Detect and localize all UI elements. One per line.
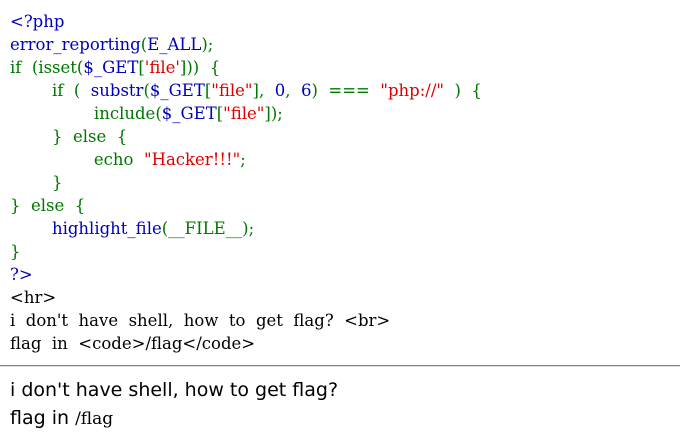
code-token: 0 [274,81,286,100]
code-line: echo "Hacker!!!"; [10,148,482,171]
code-token: 6 [300,81,312,100]
code-token [10,104,94,123]
code-token: "Hacker!!!" [143,150,241,169]
code-token: $_GET [149,81,205,100]
code-token: <?php [10,12,65,31]
code-token: <hr> [10,288,57,307]
code-token: include [93,104,156,123]
code-token: flag in <code>/flag</code> [10,334,256,353]
code-token: } [10,173,63,192]
code-line: <?php [10,10,482,33]
code-token: ( [140,35,148,54]
horizontal-rule [0,365,680,367]
code-token [10,150,94,169]
code-token: ], [252,81,275,100]
code-token [10,219,52,238]
code-token: i don't have shell, how to get flag? <br… [10,311,391,330]
code-token: $_GET [161,104,217,123]
code-line: i don't have shell, how to get flag? <br… [10,309,482,332]
rendered-question: i don't have shell, how to get flag? [10,379,339,401]
code-token: ]); [264,104,283,123]
code-token: highlight_file [51,219,162,238]
code-token: "file" [223,104,265,123]
code-token: [ [138,58,145,77]
code-token: ( [76,58,84,77]
code-token: isset [38,58,77,77]
code-token: } else { [10,196,86,215]
code-token: } [10,242,21,261]
code-token: if ( [10,58,39,77]
code-token: ; [240,150,246,169]
code-token: "php://" [380,81,444,100]
code-token: ])) { [179,58,221,77]
code-token: echo [93,150,144,169]
code-token: ); [201,35,214,54]
code-token: ( [155,104,162,123]
code-token: error_reporting [10,35,141,54]
code-token: ) { [443,81,482,100]
code-line: if (isset($_GET['file'])) { [10,56,482,79]
rendered-flag-prefix: flag in [10,407,76,429]
code-token: ); [242,219,255,238]
code-token: if ( [51,81,91,100]
code-token: ( [143,81,150,100]
code-token: ( [161,219,169,238]
code-token: substr [90,81,144,100]
code-token: ?> [10,265,33,284]
code-token: [ [204,81,212,100]
code-token: "file" [211,81,253,100]
code-line: flag in <code>/flag</code> [10,332,482,355]
code-token: , [285,81,301,100]
code-line: include($_GET["file"]); [10,102,482,125]
code-token: E_ALL [147,35,202,54]
code-token: [ [216,104,224,123]
rendered-flag-path: /flag [75,409,114,429]
rendered-output: i don't have shell, how to get flag? fla… [10,376,338,433]
code-token: ) === [311,81,381,100]
code-line: ?> [10,263,482,286]
code-line: } else { [10,125,482,148]
code-line: } [10,240,482,263]
code-line: error_reporting(E_ALL); [10,33,482,56]
rendered-flag-line: flag in /flag [10,404,338,433]
code-token: $_GET [83,58,139,77]
code-line: } [10,171,482,194]
code-line: } else { [10,194,482,217]
code-token: __FILE__ [168,219,243,238]
code-line: <hr> [10,286,482,309]
code-token: } else { [10,127,128,146]
code-line: if ( substr($_GET["file"], 0, 6) === "ph… [10,79,482,102]
code-token [10,81,52,100]
code-line: highlight_file(__FILE__); [10,217,482,240]
code-token: 'file' [144,58,180,77]
